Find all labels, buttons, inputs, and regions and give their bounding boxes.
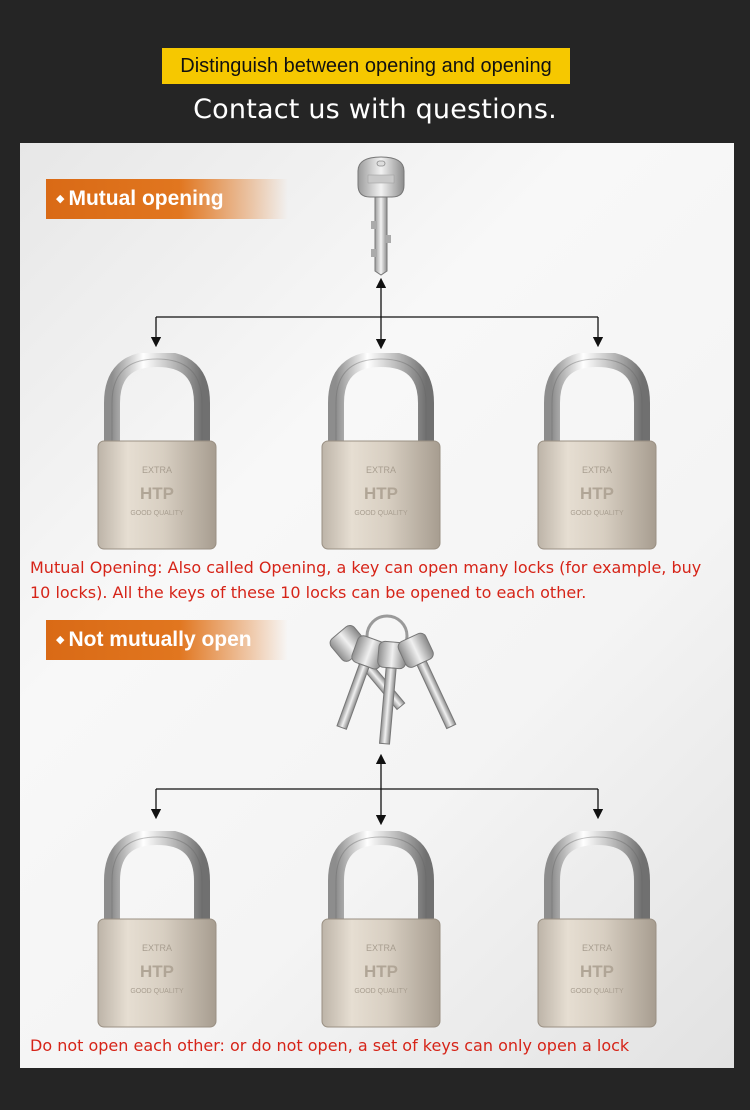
single-key-icon xyxy=(357,156,405,276)
padlock-icon: EXTRA HTP GOOD QUALITY xyxy=(537,353,657,550)
engraving-line3: GOOD QUALITY xyxy=(354,510,408,517)
engraving-line1: EXTRA xyxy=(582,465,612,475)
engraving-line2: HTP xyxy=(140,484,174,503)
header-highlight: Distinguish between opening and opening xyxy=(162,48,570,84)
engraving-line1: EXTRA xyxy=(366,943,396,953)
diamond-icon: ◆ xyxy=(56,634,65,646)
engraving-line2: HTP xyxy=(580,962,614,981)
diamond-icon: ◆ xyxy=(56,193,65,205)
padlock-icon: EXTRA HTP GOOD QUALITY xyxy=(321,353,441,550)
padlock-icon: EXTRA HTP GOOD QUALITY xyxy=(97,353,217,550)
engraving-line3: GOOD QUALITY xyxy=(130,510,184,517)
engraving-line2: HTP xyxy=(580,484,614,503)
engraving-line3: GOOD QUALITY xyxy=(130,988,184,995)
engraving-line2: HTP xyxy=(364,484,398,503)
engraving-line3: GOOD QUALITY xyxy=(570,988,624,995)
key-bunch-icon xyxy=(329,614,457,745)
connector-lines-top xyxy=(150,277,604,826)
not-mutually-open-description: Do not open each other: or do not open, … xyxy=(30,1036,630,1055)
engraving-line2: HTP xyxy=(140,962,174,981)
engraving-line3: GOOD QUALITY xyxy=(354,988,408,995)
padlock-icon: EXTRA HTP GOOD QUALITY xyxy=(537,831,657,1028)
padlock-icon: EXTRA HTP GOOD QUALITY xyxy=(97,831,217,1028)
engraving-line1: EXTRA xyxy=(582,943,612,953)
mutual-opening-tag: ◆Mutual opening xyxy=(46,179,288,219)
not-mutually-open-tag: ◆Not mutually open xyxy=(46,620,288,660)
header-subtitle: Contact us with questions. xyxy=(193,94,557,125)
engraving-line3: GOOD QUALITY xyxy=(570,510,624,517)
engraving-line2: HTP xyxy=(364,962,398,981)
mutual-opening-description: Mutual Opening: Also called Opening, a k… xyxy=(30,558,702,602)
engraving-line1: EXTRA xyxy=(366,465,396,475)
engraving-line1: EXTRA xyxy=(142,943,172,953)
padlock-icon: EXTRA HTP GOOD QUALITY xyxy=(321,831,441,1028)
mutual-opening-tag-label: Mutual opening xyxy=(68,187,224,210)
comparison-panel: ◆Mutual opening xyxy=(20,143,734,1068)
engraving-line1: EXTRA xyxy=(142,465,172,475)
not-mutually-open-tag-label: Not mutually open xyxy=(68,628,252,651)
